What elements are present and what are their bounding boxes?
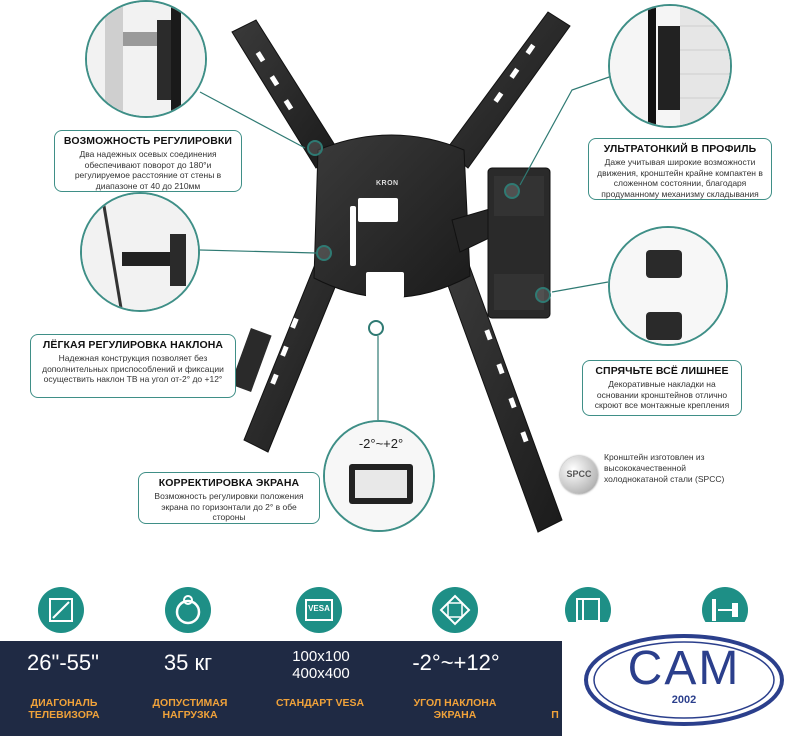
callout-leveling: КОРРЕКТИРОВКА ЭКРАНА Возможность регулир… xyxy=(138,472,320,524)
callout-ultrathin: УЛЬТРАТОНКИЙ В ПРОФИЛЬ Даже учитывая шир… xyxy=(588,138,772,200)
rotation-hotspot xyxy=(307,140,323,156)
leveling-angle-label: -2°~+2° xyxy=(358,436,404,451)
spec-load-value: 35 кг xyxy=(163,650,213,675)
callout-ultrathin-text: Даже учитывая широкие возможности движен… xyxy=(597,157,763,199)
spec-diagonal-label: ДИАГОНАЛЬ ТЕЛЕВИЗОРА xyxy=(28,697,100,721)
callout-hide: СПРЯЧЬТЕ ВСЁ ЛИШНЕЕ Декоративные накладк… xyxy=(582,360,742,416)
spcc-badge-label: SPCC xyxy=(566,469,592,479)
tilt-detail-image xyxy=(80,192,200,312)
ultrathin-detail-image xyxy=(608,4,732,128)
vesa-icon-text: VESA xyxy=(308,604,330,613)
cam-logo-panel: CAM 2002 xyxy=(562,622,800,736)
spcc-description: Кронштейн изготовлен из высококачественн… xyxy=(604,452,725,484)
spec-load-label: ДОПУСТИМАЯ НАГРУЗКА xyxy=(152,697,228,721)
diagonal-icon xyxy=(38,587,84,633)
hide-hotspot xyxy=(535,287,551,303)
spec-diagonal-value: 26"-55" xyxy=(27,650,99,675)
weight-icon xyxy=(165,587,211,633)
rotation-detail-image xyxy=(85,0,207,118)
callout-hide-title: СПРЯЧЬТЕ ВСЁ ЛИШНЕЕ xyxy=(595,365,729,377)
callout-tilt-title: ЛЁГКАЯ РЕГУЛИРОВКА НАКЛОНА xyxy=(42,339,224,351)
callout-leveling-text: Возможность регулировки положения экрана… xyxy=(154,491,304,522)
spec-vesa-label: СТАНДАРТ VESA xyxy=(275,697,365,709)
mount-brand-label: KRON xyxy=(376,180,399,187)
callout-tilt: ЛЁГКАЯ РЕГУЛИРОВКА НАКЛОНА Надежная конс… xyxy=(30,334,236,398)
wall-mount-image xyxy=(230,11,571,533)
ultrathin-hotspot xyxy=(504,183,520,199)
callout-hide-text: Декоративные накладки на основании кронш… xyxy=(594,379,730,410)
hide-detail-image xyxy=(608,226,728,346)
callout-rotation-title: ВОЗМОЖНОСТЬ РЕГУЛИРОВКИ xyxy=(63,135,233,147)
spec-vesa-value: 100x100 400x400 xyxy=(292,648,350,682)
tilt-hotspot xyxy=(316,245,332,261)
callout-rotation-text: Два надежных осевых соединения обеспечив… xyxy=(74,149,222,191)
cam-logo-year: 2002 xyxy=(671,694,697,706)
vesa-icon: VESA xyxy=(296,587,342,633)
cam-logo-text: CAM xyxy=(627,642,741,695)
callout-leveling-title: КОРРЕКТИРОВКА ЭКРАНА xyxy=(158,477,300,489)
spcc-badge-icon: SPCC xyxy=(560,456,598,494)
callout-tilt-text: Надежная конструкция позволяет без допол… xyxy=(42,353,224,384)
spec-tilt-label: УГОЛ НАКЛОНА ЭКРАНА xyxy=(413,697,497,721)
spec-swivel-label: П xyxy=(551,709,559,721)
cam-logo-icon xyxy=(584,634,784,726)
callout-rotation: ВОЗМОЖНОСТЬ РЕГУЛИРОВКИ Два надежных осе… xyxy=(54,130,242,192)
leveling-detail-image: -2°~+2° xyxy=(323,420,435,532)
tilt-icon xyxy=(432,587,478,633)
callout-ultrathin-title: УЛЬТРАТОНКИЙ В ПРОФИЛЬ xyxy=(603,143,757,155)
leveling-hotspot xyxy=(368,320,384,336)
spec-tilt-value: -2°~+12° xyxy=(412,650,500,675)
